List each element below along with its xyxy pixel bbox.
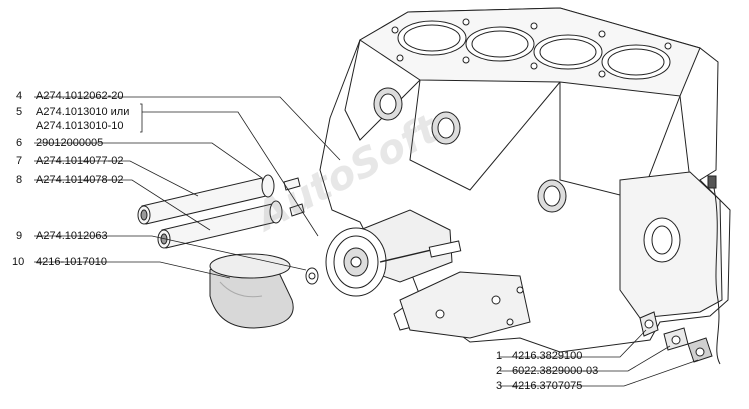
leader-2 — [608, 345, 671, 372]
callout-6-number: 6 — [16, 137, 23, 149]
leader-5 — [142, 111, 319, 237]
callout-5-number: 5 — [16, 106, 23, 118]
callout-7-number: 7 — [16, 155, 23, 167]
callout-10-number: 10 — [12, 256, 25, 268]
leader-6 — [34, 142, 263, 179]
callout-1-number: 1 — [496, 350, 503, 362]
callout-8-number: 8 — [16, 174, 23, 186]
callout-9-number: 9 — [16, 230, 23, 242]
leader-7 — [34, 160, 199, 197]
callout-1-label: 4216.3829100 — [512, 350, 583, 362]
leader-8 — [34, 179, 211, 231]
callout-8-label: A274.1014078-02 — [36, 174, 124, 186]
leader-9 — [34, 235, 307, 271]
callout-3-number: 3 — [496, 380, 503, 392]
callout-2-label: 6022.3829000-03 — [512, 365, 599, 377]
callout-5-label: A274.1013010 или — [36, 106, 130, 118]
leader-4 — [34, 96, 341, 161]
callout-6-label: 29012000005 — [36, 137, 104, 149]
callout-9-label: A274.1012063 — [36, 230, 108, 242]
callout-4-number: 4 — [16, 90, 23, 102]
callout-5-label-alt: A274.1013010-10 — [36, 120, 124, 132]
leader-10 — [34, 261, 231, 279]
callout-7-label: A274.1014077-02 — [36, 155, 124, 167]
leader-3 — [600, 359, 699, 387]
callout-2-number: 2 — [496, 365, 503, 377]
callout-10-label: 4216-1017010 — [36, 256, 107, 268]
callout-4-label: A274.1012062-20 — [36, 90, 124, 102]
leader-5-bracket — [140, 103, 143, 133]
callout-3-label: 4216.3707075 — [512, 380, 583, 392]
leader-1 — [600, 329, 647, 358]
